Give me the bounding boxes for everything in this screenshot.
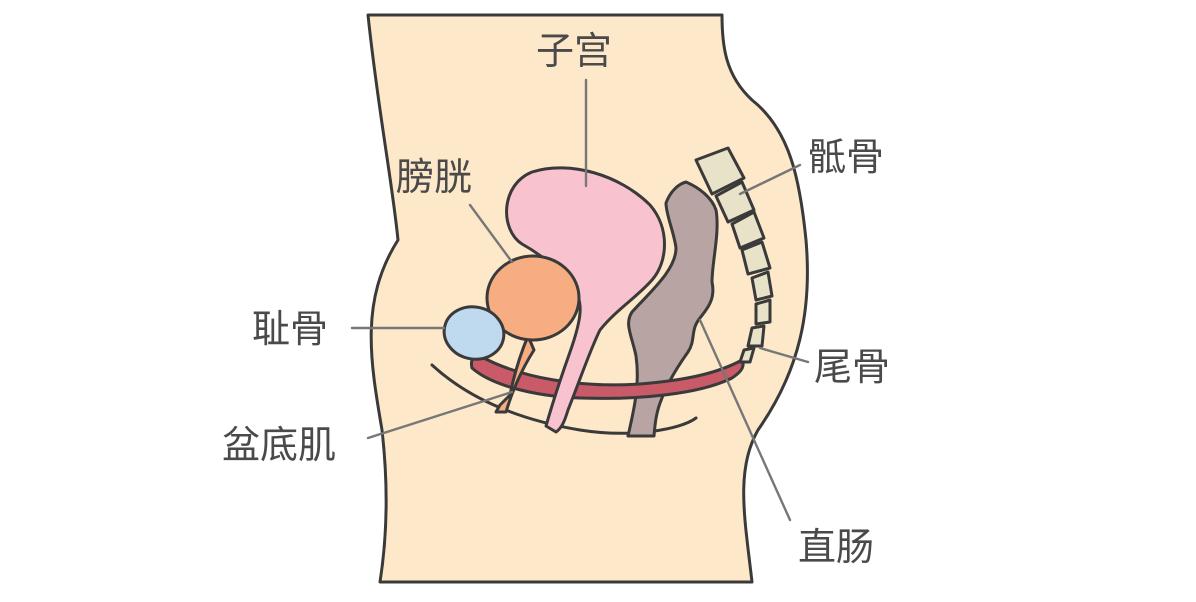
sacrum-leader [738,163,802,196]
pubic-bone-shape [442,305,506,361]
pubis-label: 耻骨 [252,307,328,351]
pelvic-floor-muscle [470,354,745,400]
urethra-tube [494,334,536,414]
rectum-leader [698,318,792,522]
bladder-leader [468,203,514,264]
rectum-shape [626,180,719,438]
coccyx-label: 尾骨 [814,345,890,389]
uterus-label: 子宫 [536,29,612,73]
sacrum-label: 骶骨 [808,135,884,179]
pelvic-floor-leader [366,390,514,440]
groin-contour [430,363,698,435]
bladder-shape [485,254,581,342]
bladder-label: 膀胱 [396,155,472,199]
sacrum-coccyx-vertebrae [694,146,774,364]
coccyx-leader [758,346,810,364]
pelvic-floor-label: 盆底肌 [222,423,336,467]
rectum-label: 直肠 [798,525,874,569]
